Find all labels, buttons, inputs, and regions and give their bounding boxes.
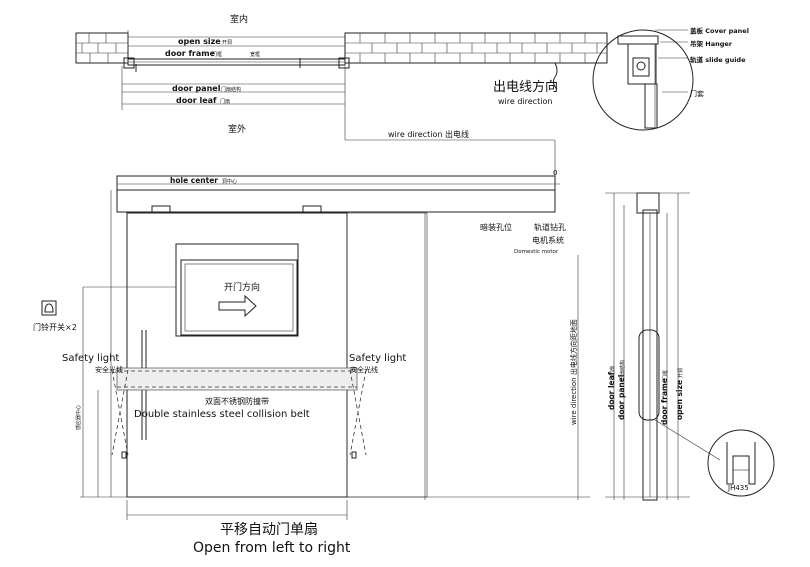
plan-door-track	[123, 57, 350, 72]
side-view	[605, 192, 721, 501]
bell-icon	[44, 303, 54, 313]
side-door-panel-cn: 门扇结构	[619, 360, 626, 380]
hanger-label: 吊架 Hanger	[690, 39, 733, 48]
door-frame-label: door frame	[165, 49, 216, 58]
side-door-frame-label: door frame	[660, 378, 669, 425]
side-door-frame-cn: 门框	[662, 370, 669, 380]
outdoor-label: 室外	[228, 123, 246, 135]
wire-direction-en-plan: wire direction	[498, 97, 552, 106]
side-door-leaf-label: door leaf	[607, 371, 616, 410]
door-leaf-label: door leaf	[176, 96, 217, 105]
right-dimensions	[126, 213, 590, 520]
indoor-label: 室内	[230, 13, 248, 25]
motor-system-cn: 电机系统	[532, 235, 564, 245]
safety-light-sensors	[111, 369, 367, 459]
hanger-detail	[592, 29, 694, 131]
side-door-leaf-cn: 门扇	[609, 366, 616, 376]
safety-light-left-cn: 安全光线	[95, 365, 123, 374]
side-open-size-cn: 开洞	[677, 368, 684, 378]
left-dimensions	[80, 190, 350, 498]
collision-belt-en: Double stainless steel collision belt	[134, 409, 310, 420]
door-panel-cn: 门扇结构	[221, 86, 241, 93]
caption-title-en: Open from left to right	[193, 540, 351, 556]
door-panel-label: door panel	[172, 84, 221, 93]
motor-system-en: Domestic motor	[514, 249, 559, 255]
hole-center-cn: 洞中心	[222, 178, 237, 185]
wire-wavy-line	[552, 62, 558, 90]
plan-view: 室内 室外 open size 开洞 door frame 门框 宽框 door…	[75, 13, 608, 135]
side-door-panel-label: door panel	[617, 375, 626, 420]
detail-code: JH435	[727, 484, 749, 492]
left-brick-wall	[75, 32, 129, 64]
collision-belt-cn: 双面不锈钢防撞带	[205, 396, 269, 406]
slide-guide-label: 轨道 slide guide	[690, 55, 746, 64]
open-direction-arrow-icon	[218, 294, 257, 318]
bell-switch	[41, 286, 176, 497]
right-brick-wall	[344, 32, 608, 64]
elevation-view: wire direction 出电线 hole center 洞中心 0 开门方…	[33, 110, 590, 520]
wire-direction-vertical: wire direction 出电线方向距地面	[569, 319, 578, 425]
plan-dimension-lines	[121, 30, 346, 110]
height-label: 感应器中心	[75, 405, 82, 430]
hole-center-label: hole center	[170, 176, 218, 185]
safety-light-right: Safety light	[349, 353, 406, 364]
wire-direction-cn-plan: 出电线方向	[493, 79, 558, 95]
side-open-size-label: open size	[675, 380, 684, 420]
conduit-label: 暗装孔位	[480, 222, 512, 232]
door-leaf-cn: 门扇	[220, 98, 230, 105]
collision-belt	[116, 367, 358, 391]
door-frame-cn: 门框	[212, 51, 222, 58]
wire-direction-label: wire direction 出电线	[388, 129, 469, 139]
rail-hole-label: 轨道钻孔	[534, 222, 566, 232]
caption-title-cn: 平移自动门单扇	[220, 522, 318, 538]
open-direction-cn: 开门方向	[224, 281, 260, 293]
header-box	[116, 175, 560, 214]
open-size-cn: 开洞	[222, 39, 232, 46]
cover-panel-label: 盖板 Cover panel	[690, 26, 749, 35]
door-window	[175, 243, 299, 337]
door-frame-cn2: 宽框	[250, 51, 260, 58]
zero-marker: 0	[553, 169, 557, 177]
bottom-detail	[707, 429, 775, 497]
door-cover-label: 门套	[690, 89, 704, 98]
open-size-label: open size	[178, 37, 221, 46]
safety-light-left: Safety light	[62, 353, 119, 364]
bell-switch-label: 门铃开关×2	[33, 322, 77, 332]
safety-light-right-cn: 安全光线	[350, 365, 378, 374]
